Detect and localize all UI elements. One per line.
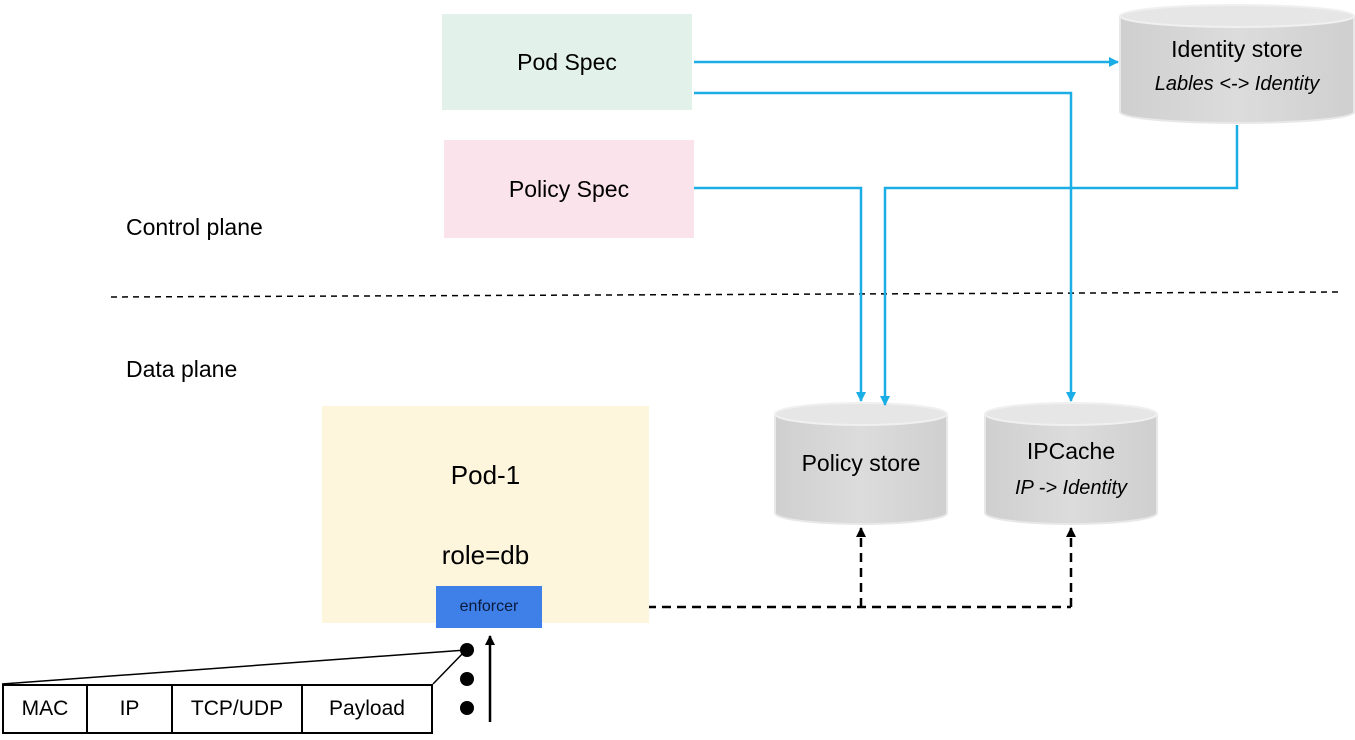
packet-field-label: Payload: [329, 697, 405, 720]
packet-field-mac: MAC: [2, 684, 88, 734]
identity-store-cylinder: [1119, 4, 1355, 124]
arrow-identity-to-policystore: [880, 125, 1239, 406]
policy-spec-box: Policy Spec: [444, 140, 694, 238]
ipcache-subtitle: IP -> Identity: [1014, 477, 1128, 499]
control-plane-label: Control plane: [126, 214, 263, 240]
packet-dot: [460, 672, 474, 686]
identity-store-subtitle: Lables <-> Identity: [1154, 73, 1320, 95]
pod-box: Pod-1 role=db: [322, 406, 649, 623]
plane-divider: [110, 291, 1339, 298]
packet-dot: [460, 701, 474, 715]
pod-spec-box: Pod Spec: [442, 14, 692, 110]
identity-store-title: Identity store: [1171, 36, 1303, 62]
packet-field-tcp-udp: TCP/UDP: [171, 684, 303, 734]
arrow-podspec-to-ipcache: [694, 91, 1076, 402]
packet-field-ip: IP: [86, 684, 173, 734]
packet-field-label: TCP/UDP: [190, 697, 284, 720]
packet-dot: [460, 643, 474, 657]
packet-zoom-line-top: [1, 649, 467, 685]
packet-zoom-line-bottom: [432, 649, 467, 685]
ipcache-title: IPCache: [1026, 438, 1116, 464]
ipcache: IPCache IP -> Identity: [985, 438, 1157, 500]
policy-spec-label: Policy Spec: [508, 175, 630, 202]
pod-title: Pod-1: [450, 460, 521, 490]
ipcache-cylinder: [984, 402, 1158, 525]
policy-store-title: Policy store: [801, 450, 921, 476]
policy-store-cylinder: [774, 402, 948, 525]
pod-role-label: role=db: [441, 540, 530, 570]
data-plane-label: Data plane: [126, 356, 238, 382]
packet-field-label: IP: [119, 697, 140, 720]
packet-field-payload: Payload: [301, 684, 433, 734]
policy-store: Policy store: [775, 450, 947, 477]
enforcer-box: enforcer: [436, 586, 542, 628]
packet-field-label: MAC: [21, 697, 69, 720]
enforcer-label: enforcer: [459, 598, 519, 615]
arrow-policyspec-to-policystore: [694, 186, 866, 402]
pod-spec-label: Pod Spec: [517, 48, 617, 75]
identity-store: Identity store Lables <-> Identity: [1120, 36, 1354, 96]
